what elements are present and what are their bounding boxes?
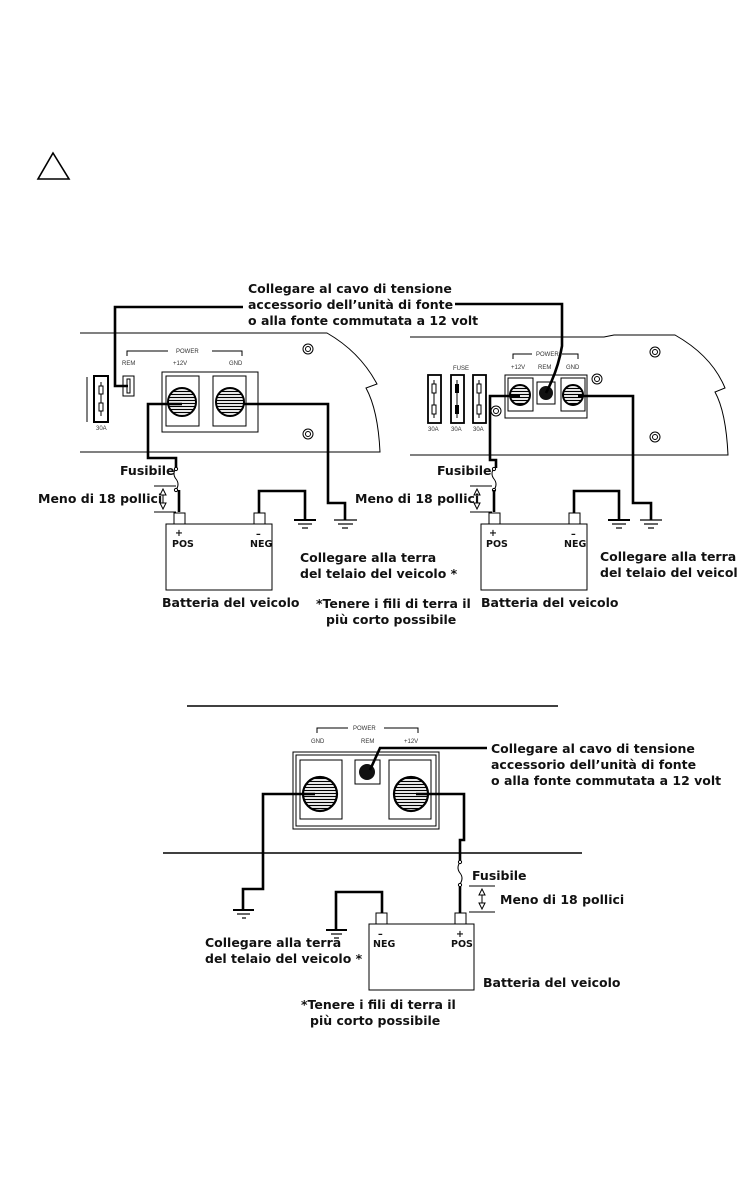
- pos-label: POS: [451, 939, 473, 950]
- plus12v-terminal: [167, 387, 197, 417]
- ground-wire: [578, 394, 653, 520]
- svg-text:30A: 30A: [473, 427, 484, 433]
- battery-label: Batteria del veicolo: [481, 595, 619, 610]
- plus12v-label: +12V: [511, 365, 525, 371]
- rem-label: REM: [538, 365, 551, 371]
- mount-screw: [649, 431, 661, 443]
- battery-pos-terminal: [173, 512, 186, 525]
- mount-screw: [302, 428, 314, 440]
- power-wire: [146, 402, 182, 468]
- ground-label-line1: Collegare alla terra: [300, 550, 436, 565]
- note-line2: più corto possibile: [310, 1013, 440, 1028]
- remote-label-line3: o alla fonte commutata a 12 volt: [248, 313, 478, 328]
- ground-label-line1: Collegare alla terra: [600, 549, 736, 564]
- fuse-heading: FUSE: [453, 366, 469, 372]
- fuse-holder: 30A: [450, 374, 465, 433]
- neg-label: NEG: [373, 939, 395, 950]
- note-line1: *Tenere i fili di terra il: [316, 596, 471, 611]
- rem-label: REM: [122, 361, 135, 367]
- diagram-2: FUSE 30A 30A 30A POWER +12V REM GND: [355, 302, 738, 610]
- neg-label: NEG: [250, 539, 272, 550]
- power-label: POWER: [176, 349, 199, 355]
- remote-wire: [113, 305, 243, 388]
- amplifier-outline: [410, 334, 729, 456]
- svg-text:30A: 30A: [428, 427, 439, 433]
- gnd-label: GND: [311, 739, 325, 745]
- svg-text:+: +: [489, 528, 497, 539]
- fuse-label: Fusibile: [120, 463, 175, 478]
- remote-wire: [368, 746, 487, 771]
- distance-label: Meno di 18 pollici: [355, 491, 479, 506]
- remote-label-line2: accessorio dell’unità di fonte: [491, 757, 696, 772]
- svg-text:+: +: [175, 528, 183, 539]
- ground-wire: [241, 792, 315, 910]
- svg-text:30A: 30A: [451, 427, 462, 433]
- fuse-holder: 30A: [427, 374, 442, 433]
- remote-label-line3: o alla fonte commutata a 12 volt: [491, 773, 721, 788]
- neg-label: NEG: [564, 539, 586, 550]
- fuse-label: Fusibile: [437, 463, 492, 478]
- power-wire: [416, 792, 466, 860]
- battery: [165, 523, 273, 591]
- battery-label: Batteria del veicolo: [483, 975, 621, 990]
- mount-screw: [490, 405, 502, 417]
- gnd-label: GND: [566, 365, 580, 371]
- svg-text:–: –: [378, 929, 383, 940]
- fuse-symbol: [457, 861, 463, 885]
- plus12v-label: +12V: [404, 739, 418, 745]
- gnd-label: GND: [229, 361, 243, 367]
- fuse-symbol: [173, 467, 179, 491]
- diagram-1: 30A POWER REM +12V GND: [38, 281, 478, 627]
- remote-label-line1: Collegare al cavo di tensione: [491, 741, 695, 756]
- battery-pos-terminal: [488, 512, 501, 525]
- fuse-label: Fusibile: [472, 868, 527, 883]
- ground-wire: [244, 402, 347, 520]
- distance-label: Meno di 18 pollici: [500, 892, 624, 907]
- note-line2: più corto possibile: [326, 612, 456, 627]
- svg-text:–: –: [256, 529, 261, 540]
- mount-screw: [302, 343, 314, 355]
- battery-neg-terminal: [375, 912, 388, 925]
- fuse-symbol: [491, 467, 497, 491]
- battery-pos-terminal: [454, 912, 467, 925]
- plus12v-label: +12V: [173, 361, 187, 367]
- mount-screw: [591, 373, 603, 385]
- battery-label: Batteria del veicolo: [162, 595, 300, 610]
- ground-label-line2: del telaio del veicolo *: [205, 951, 363, 966]
- gnd-terminal: [215, 387, 245, 417]
- warning-triangle-icon: [36, 151, 71, 180]
- ground-label-line2: del telaio del veicolo *: [600, 565, 738, 580]
- fuse-rating: 30A: [96, 426, 107, 432]
- svg-text:+: +: [456, 929, 464, 940]
- fuse-holder: 30A: [86, 375, 109, 432]
- ground-label-line2: del telaio del veicolo *: [300, 566, 458, 581]
- battery-neg-terminal: [568, 512, 581, 525]
- battery: [480, 523, 588, 591]
- rem-label: REM: [361, 739, 374, 745]
- remote-label-line2: accessorio dell’unità di fonte: [248, 297, 453, 312]
- distance-label: Meno di 18 pollici: [38, 491, 162, 506]
- note-line1: *Tenere i fili di terra il: [301, 997, 456, 1012]
- diagram-3: POWER GND REM +12V – NEG + POS: [163, 705, 721, 1028]
- pos-label: POS: [172, 539, 194, 550]
- power-label: POWER: [536, 352, 559, 358]
- ground-label-line1: Collegare alla terra: [205, 935, 341, 950]
- battery-neg-terminal: [253, 512, 266, 525]
- power-label: POWER: [353, 726, 376, 732]
- battery: [368, 923, 475, 991]
- fuse-holder: 30A: [472, 374, 487, 433]
- remote-label-line1: Collegare al cavo di tensione: [248, 281, 452, 296]
- mount-screw: [649, 346, 661, 358]
- remote-wire: [455, 302, 564, 394]
- amplifier-outline: [80, 332, 381, 453]
- power-wire: [488, 394, 520, 468]
- pos-label: POS: [486, 539, 508, 550]
- svg-text:–: –: [571, 529, 576, 540]
